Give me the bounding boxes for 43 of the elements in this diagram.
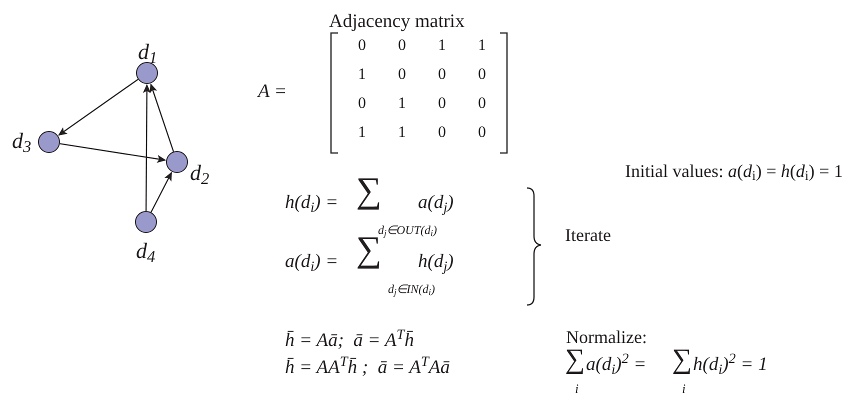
text-label: 1 xyxy=(398,96,406,112)
text-label: 0 xyxy=(438,125,446,141)
text-label: 0 xyxy=(478,125,486,141)
text-label: 0 xyxy=(398,38,406,54)
summation-index: i xyxy=(575,382,579,395)
formula-text: h(d$_{i}$) = xyxy=(285,193,338,212)
text-label: 1 xyxy=(398,125,406,141)
text-label: Adjacency matrix xyxy=(329,12,465,31)
formula-text: h̄ = AA$^{T}$h̄ ; ā = A$^{T}$Aā xyxy=(285,358,450,377)
summation-sign: ∑ xyxy=(565,346,585,374)
arrow xyxy=(150,172,172,212)
text-label: 0 xyxy=(358,96,366,112)
arrow xyxy=(150,83,174,152)
node-label: d$_{2}$ xyxy=(190,162,210,184)
formula-text: a(d$_{i}$) = xyxy=(285,252,338,271)
text-label: 0 xyxy=(478,96,486,112)
text-label: 1 xyxy=(438,38,446,54)
formula-text: A = xyxy=(258,82,287,101)
node-label: d$_{3}$ xyxy=(12,130,32,152)
text-label: 1 xyxy=(358,125,366,141)
arrow xyxy=(58,78,138,136)
text-label: 1 xyxy=(358,67,366,83)
text-label: 0 xyxy=(398,67,406,83)
text-label: Normalize: xyxy=(566,328,647,346)
text-label: Iterate xyxy=(565,226,611,244)
text-label: 0 xyxy=(358,38,366,54)
text-label: 0 xyxy=(478,67,486,83)
node-label: d$_{4}$ xyxy=(136,240,156,262)
node-label: d$_{1}$ xyxy=(138,41,158,63)
text-label: Initial values: a(d$_{i}$) = h(d$_{i}$) = 1 xyxy=(625,162,843,180)
arrow xyxy=(60,143,166,163)
text-label: 0 xyxy=(438,96,446,112)
text-label: 0 xyxy=(438,67,446,83)
summation-index: d$_{j}$∈IN(d$_{i}$) xyxy=(388,283,436,295)
summation-index: i xyxy=(682,382,686,395)
arrow xyxy=(142,84,151,211)
summation-sign: ∑ xyxy=(672,346,692,374)
summation-index: d$_{j}$∈OUT(d$_{i}$) xyxy=(378,224,438,236)
text-label: 1 xyxy=(478,38,486,54)
formula-text: a(d$_{i}$)$^{2}$ = xyxy=(586,355,646,374)
formula-text: h(d$_{i}$)$^{2}$ = 1 xyxy=(693,355,768,374)
formula-text: h̄ = Aā; ā = A$^{T}$h̄ xyxy=(285,331,414,350)
summation-sign: ∑ xyxy=(356,172,382,208)
